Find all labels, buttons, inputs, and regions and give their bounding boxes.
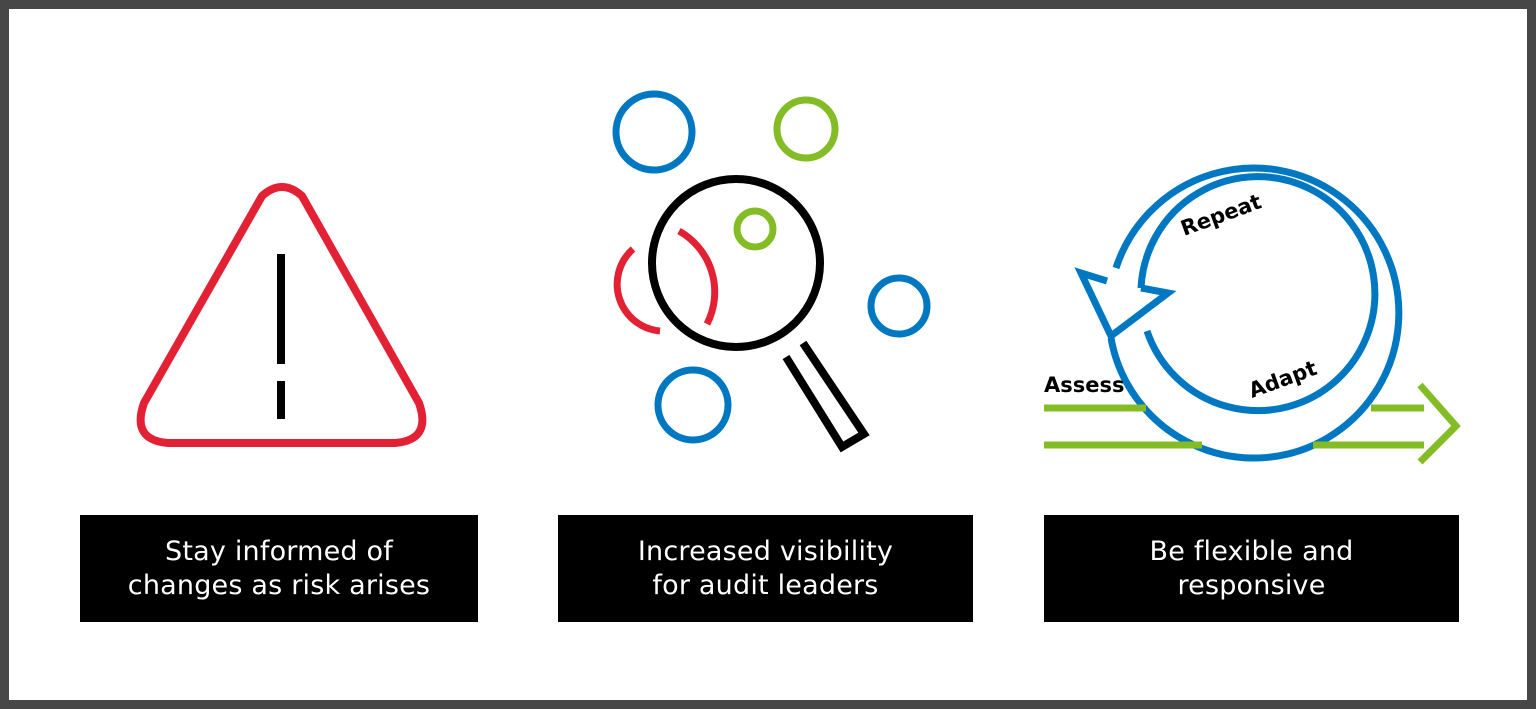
bubble-blue-top-left — [612, 90, 696, 174]
warning-triangle-icon — [136, 183, 427, 447]
label-assess: Assess — [1044, 373, 1125, 397]
progress-arrow — [1044, 382, 1461, 465]
caption-stay-informed: Stay informed of changes as risk arises — [80, 515, 478, 622]
caption-line: Be flexible and — [1149, 535, 1354, 567]
bubble-green-small — [733, 207, 777, 251]
caption-be-flexible: Be flexible and responsive — [1044, 515, 1459, 622]
cycle-ring-inner — [1137, 173, 1379, 415]
red-arc-inner — [677, 227, 719, 326]
triangle-outline — [136, 183, 427, 447]
caption-line: responsive — [1177, 569, 1326, 601]
red-arc-outer — [613, 246, 661, 335]
caption-line: Increased visibility — [637, 535, 894, 567]
exclamation-dot — [277, 381, 285, 419]
caption-line: Stay informed of — [165, 535, 393, 567]
cycle-arrow-icon: Assess Repeat Adapt — [1044, 164, 1461, 465]
cycle-arrowhead — [1074, 267, 1177, 342]
exclamation-bar — [277, 254, 285, 364]
bubble-blue-bottom — [654, 366, 732, 444]
bubble-blue-right — [867, 274, 931, 338]
magnifier-handle — [782, 340, 870, 453]
green-arrowhead — [1417, 382, 1461, 465]
bubble-green-top-right — [773, 96, 839, 162]
caption-line: changes as risk arises — [127, 569, 431, 601]
caption-line: for audit leaders — [652, 569, 879, 601]
magnifier-lens — [648, 175, 824, 351]
magnifying-glass-bubbles-icon — [612, 90, 931, 453]
caption-increased-visibility: Increased visibility for audit leaders — [558, 515, 973, 622]
